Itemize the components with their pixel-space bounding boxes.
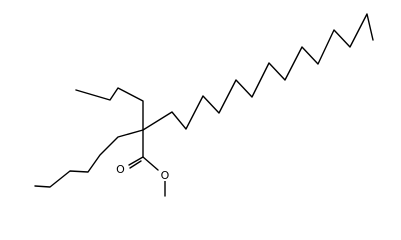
hexyl-chain xyxy=(34,129,144,188)
ester-oxygen-atom: O xyxy=(159,168,171,182)
skeletal-structure-diagram: O O xyxy=(34,13,374,197)
dodecyl-chain xyxy=(142,13,374,131)
carbonyl-oxygen-atom: O xyxy=(115,163,126,176)
butyl-chain xyxy=(75,87,144,131)
carbonyl-oxygen-label: O xyxy=(116,163,125,176)
carbonyl-double-bond-a xyxy=(128,156,144,166)
ester-oxygen-label: O xyxy=(161,169,170,182)
ester-single-bond xyxy=(142,156,159,171)
carbonyl-double-bond-b xyxy=(129,160,142,169)
